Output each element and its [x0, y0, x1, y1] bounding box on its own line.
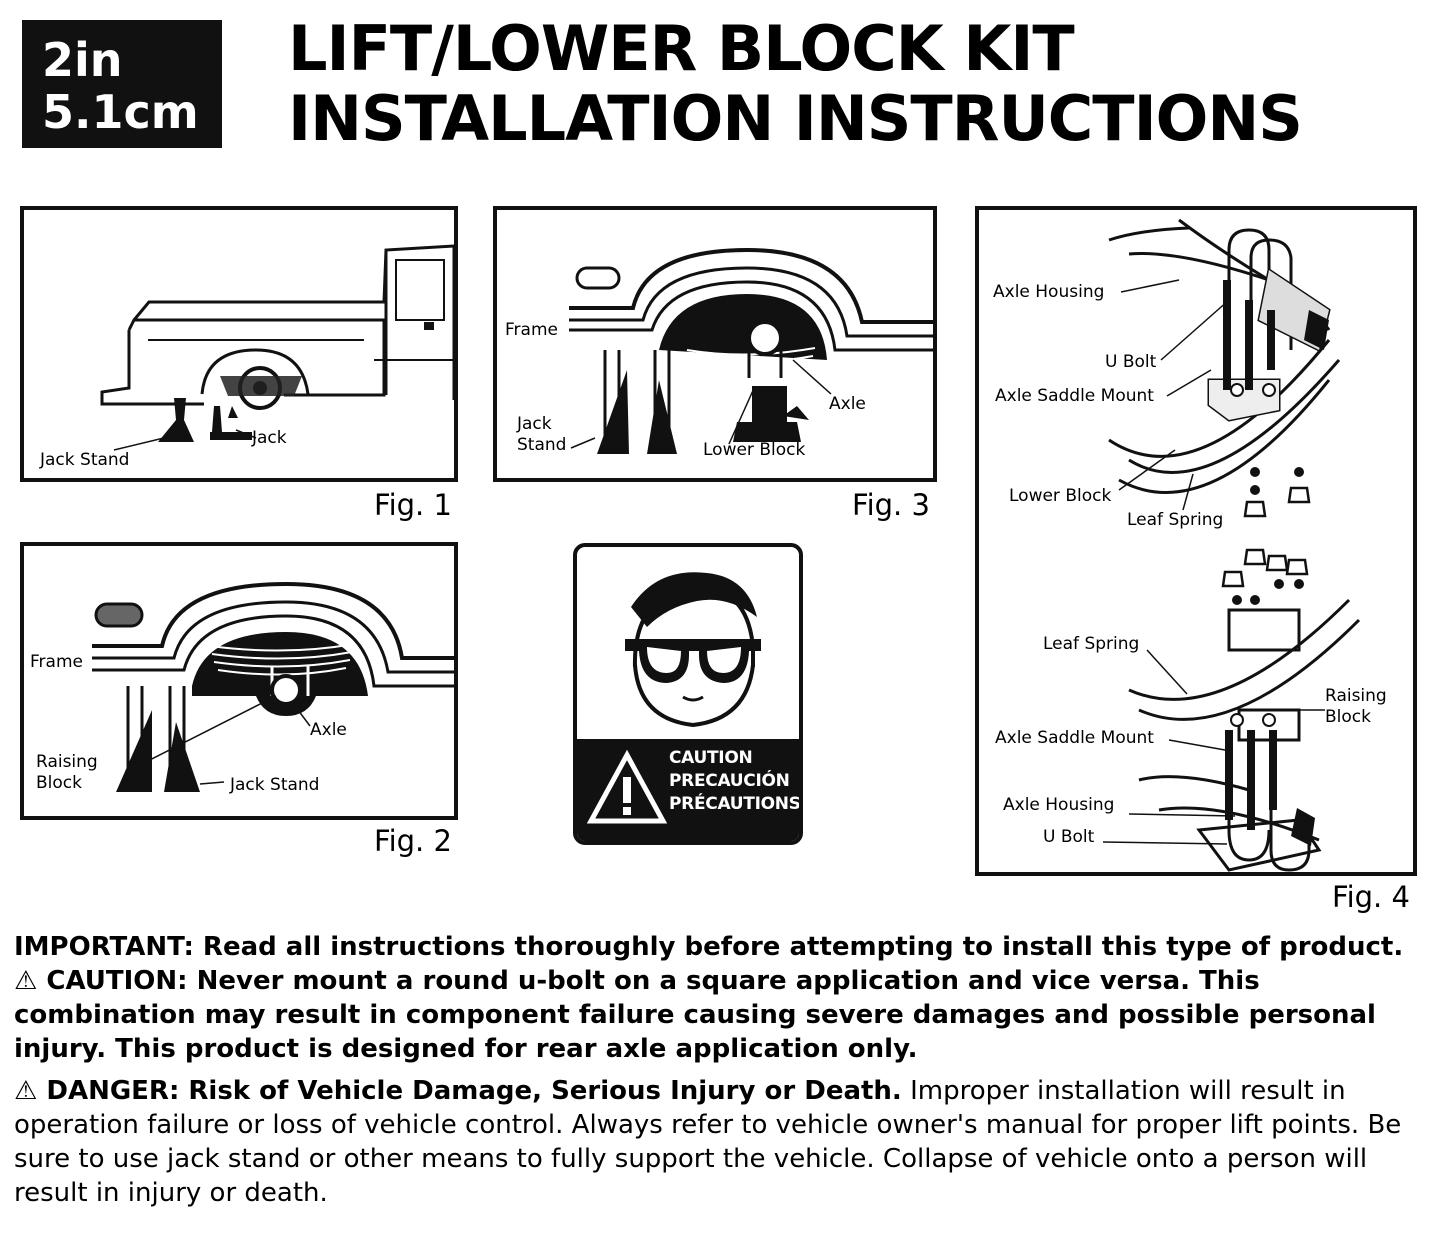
label-axle: Axle	[829, 394, 866, 414]
label-raising-block-1: Raising	[1325, 686, 1387, 706]
figure-1-caption: Fig. 1	[374, 488, 452, 522]
truck-illustration	[100, 244, 454, 451]
instructions-notes: IMPORTANT: Read all instructions thoroug…	[14, 930, 1434, 1210]
title-line-1: LIFT/LOWER BLOCK KIT	[288, 12, 1075, 85]
figure-3-caption: Fig. 3	[852, 488, 930, 522]
caution-label-en: CAUTION	[669, 748, 753, 768]
warning-triangle-icon	[587, 749, 667, 824]
label-axle-housing-top: Axle Housing	[993, 282, 1105, 302]
label-jack-stand: Jack Stand	[40, 450, 130, 470]
label-axle: Axle	[310, 720, 347, 740]
label-jack-stand: Jack Stand	[230, 775, 320, 795]
figure-4-panel: Axle Housing U Bolt Axle Saddle Mount Lo…	[975, 206, 1417, 876]
u-bolt-assembly-illustration	[1102, 218, 1361, 872]
label-raising-block-2: Block	[1325, 707, 1371, 727]
caution-note: ⚠ CAUTION: Never mount a round u-bolt on…	[14, 966, 1376, 1064]
caution-label-es: PRECAUCIÓN	[669, 771, 790, 791]
size-cm: 5.1cm	[42, 85, 199, 139]
label-leaf-spring-top: Leaf Spring	[1127, 510, 1224, 530]
label-jack-stand-2: Stand	[517, 435, 567, 455]
danger-text: Improper installation will result in ope…	[14, 1076, 1402, 1208]
wheel-well-lower-illustration	[569, 247, 933, 454]
caution-safety-glasses-sign: CAUTION PRECAUCIÓN PRÉCAUTIONS	[573, 543, 803, 845]
label-lower-block: Lower Block	[1009, 486, 1112, 506]
label-lower-block: Lower Block	[703, 440, 806, 460]
label-axle-saddle-mount-bottom: Axle Saddle Mount	[995, 728, 1154, 748]
size-badge: 2in 5.1cm	[22, 20, 222, 148]
label-axle-housing-bottom: Axle Housing	[1003, 795, 1115, 815]
page-title: LIFT/LOWER BLOCK KIT INSTALLATION INSTRU…	[288, 12, 1303, 155]
label-u-bolt-bottom: U Bolt	[1043, 827, 1095, 847]
label-raising-block-1: Raising	[36, 752, 98, 772]
danger-heading: ⚠ DANGER: Risk of Vehicle Damage, Seriou…	[14, 1076, 902, 1106]
figure-1-panel: Jack Stand Jack	[20, 206, 458, 482]
danger-note: ⚠ DANGER: Risk of Vehicle Damage, Seriou…	[14, 1074, 1434, 1210]
size-inches: 2in	[42, 33, 123, 87]
caution-label-fr: PRÉCAUTIONS	[669, 794, 801, 814]
label-jack-stand-1: Jack	[517, 414, 552, 434]
label-u-bolt-top: U Bolt	[1105, 352, 1157, 372]
caution-banner: CAUTION PRECAUCIÓN PRÉCAUTIONS	[577, 739, 799, 841]
important-note: IMPORTANT: Read all instructions thoroug…	[14, 932, 1404, 962]
label-raising-block-2: Block	[36, 773, 82, 793]
label-jack: Jack	[252, 428, 287, 448]
label-frame: Frame	[505, 320, 558, 340]
figure-2-panel: Frame Axle Raising Block Jack Stand	[20, 542, 458, 820]
wheel-well-raise-illustration	[92, 581, 454, 792]
label-frame: Frame	[30, 652, 83, 672]
figure-2-caption: Fig. 2	[374, 824, 452, 858]
safety-glasses-face-icon	[625, 572, 761, 728]
figure-3-panel: Frame Jack Stand Axle Lower Block	[493, 206, 937, 482]
label-axle-saddle-mount-top: Axle Saddle Mount	[995, 386, 1154, 406]
label-leaf-spring-bottom: Leaf Spring	[1043, 634, 1140, 654]
title-line-2: INSTALLATION INSTRUCTIONS	[288, 82, 1303, 155]
figure-4-caption: Fig. 4	[1332, 880, 1410, 914]
